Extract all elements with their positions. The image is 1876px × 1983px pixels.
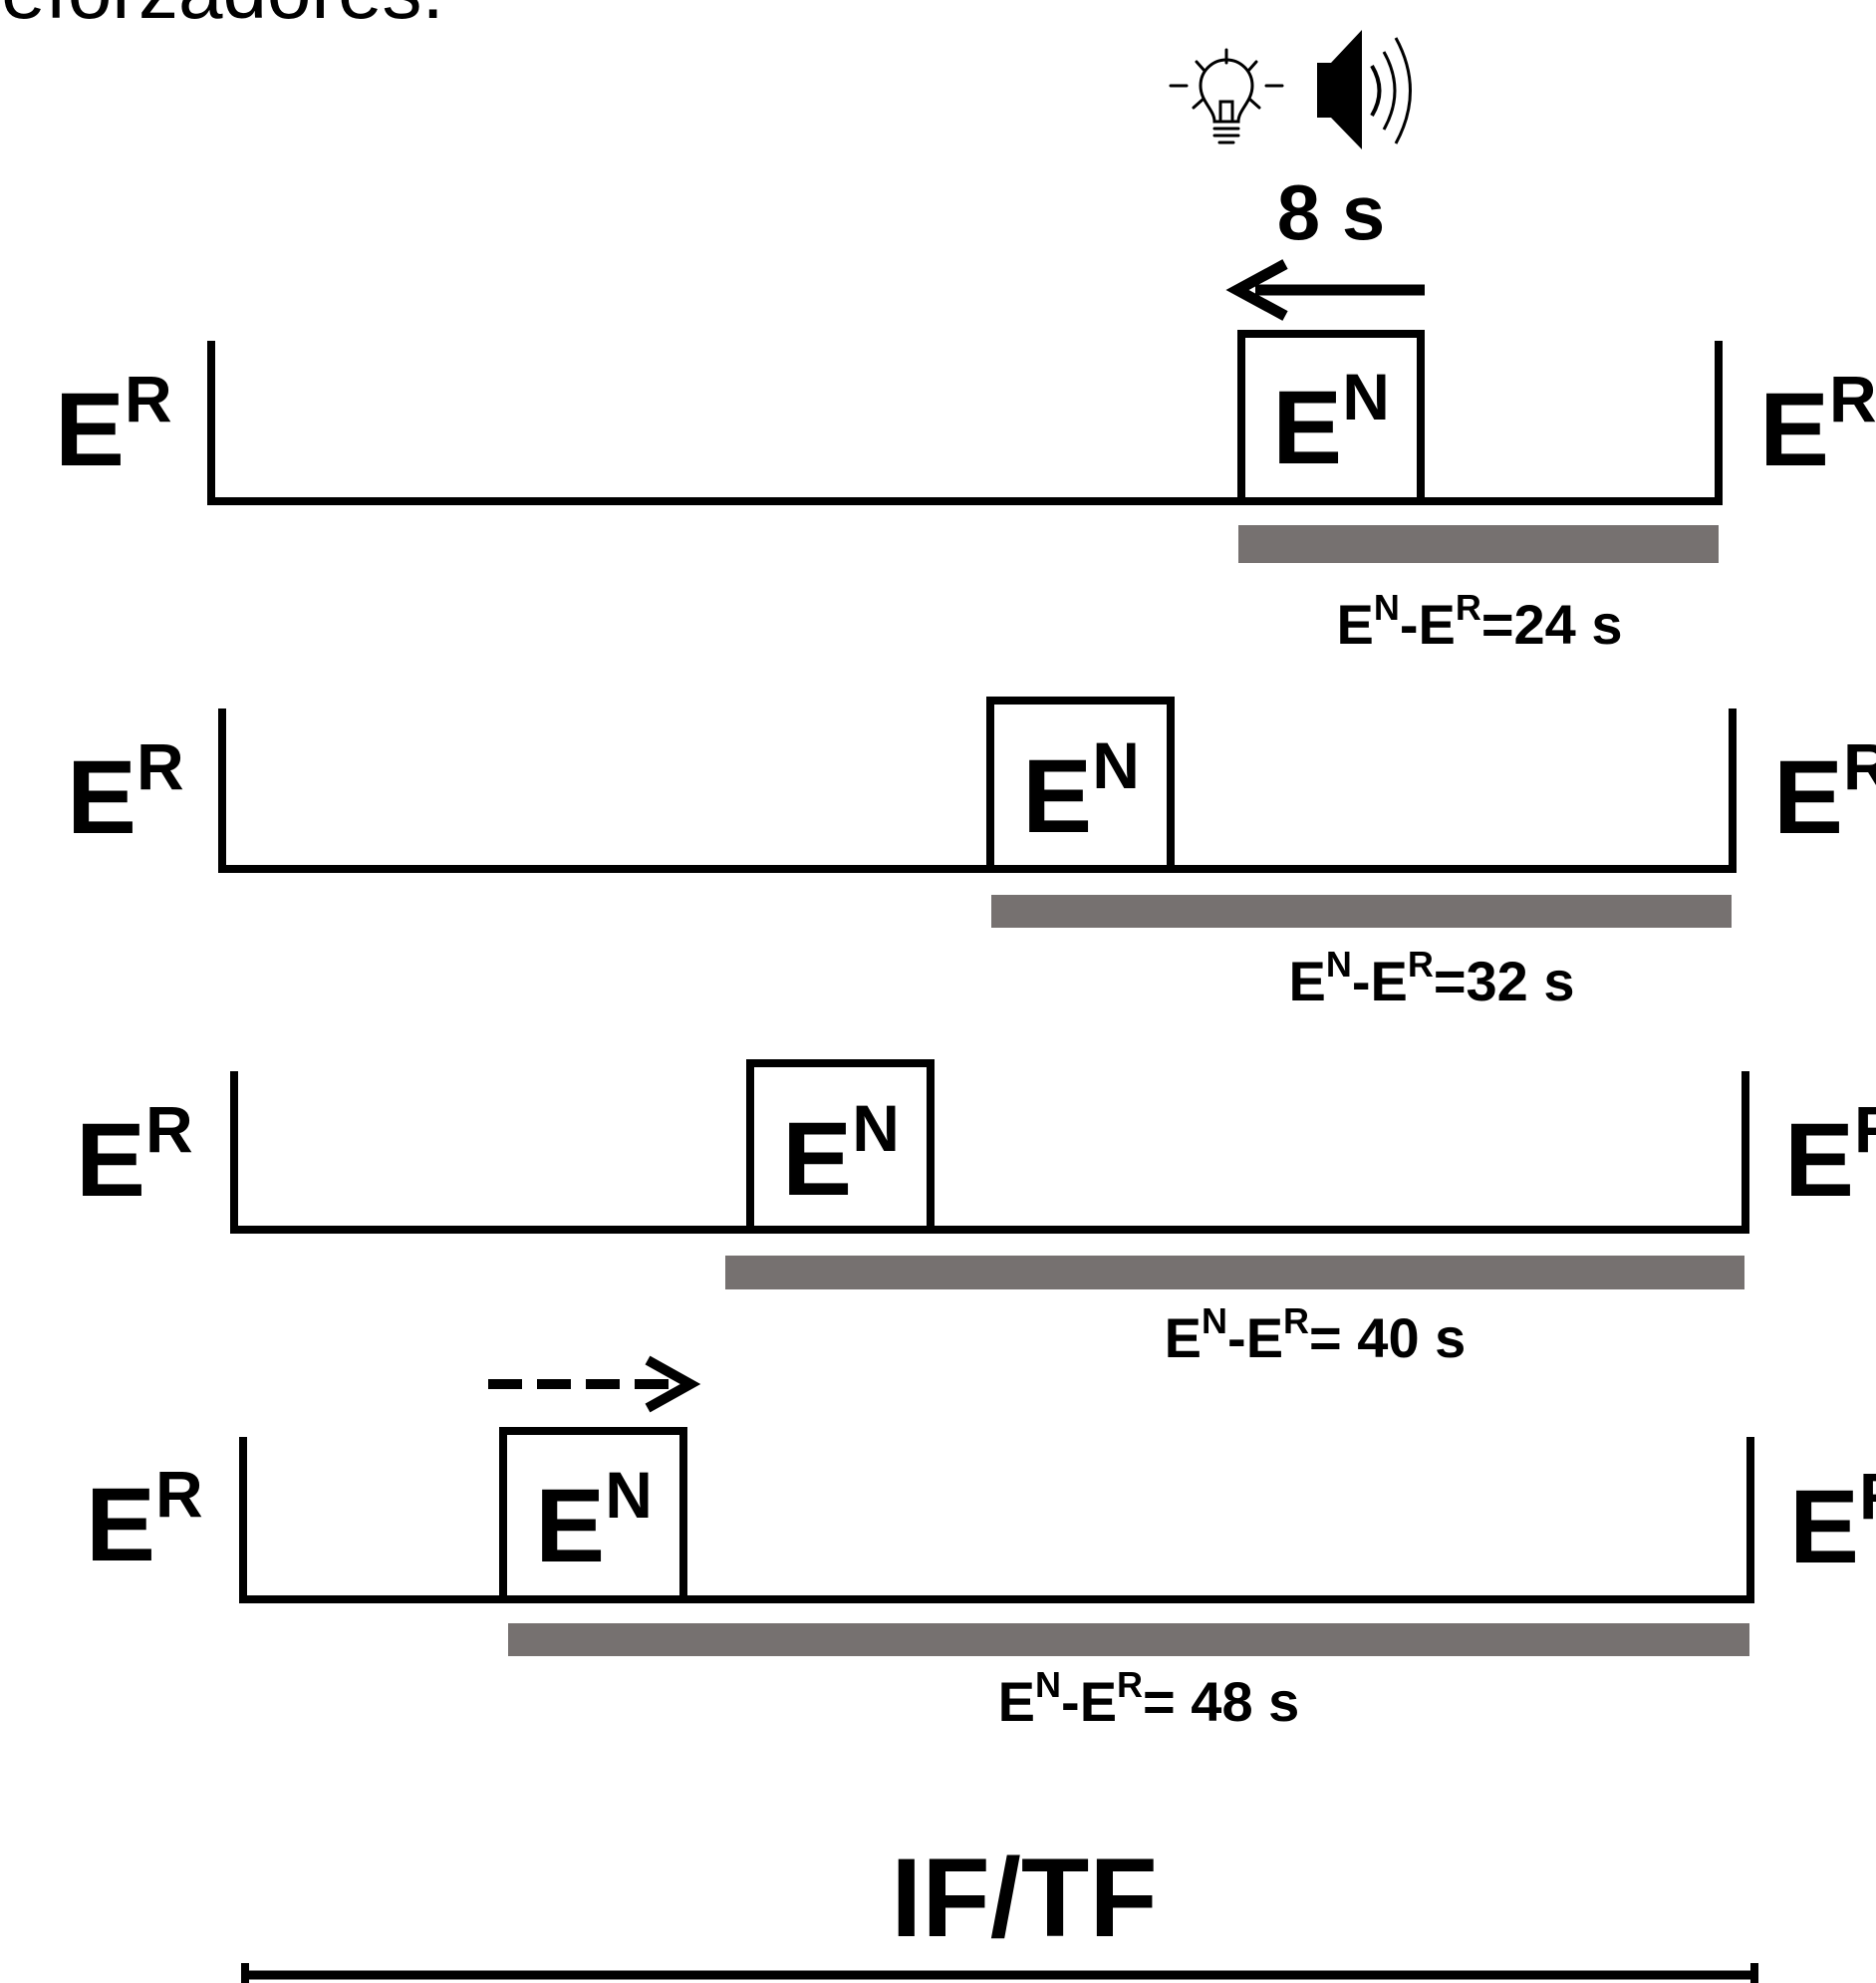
neutral-stimulus-label: EN xyxy=(1272,360,1390,486)
reinforcer-left-label: ER xyxy=(86,1457,203,1583)
neutral-stimulus-label: EN xyxy=(535,1458,653,1584)
interval-label: EN-ER=32 s xyxy=(1288,944,1574,1012)
trial-timeline xyxy=(230,1071,1749,1234)
reinforcer-left-label: ER xyxy=(55,362,172,488)
schedule-label: IF/TF xyxy=(891,1836,1157,1960)
trial-1: EN ER ER EN-ER=24 s xyxy=(55,330,1876,656)
interval-label: EN-ER= 48 s xyxy=(998,1664,1300,1733)
trial-timeline xyxy=(239,1437,1754,1603)
reinforcer-right-label: ER xyxy=(1773,729,1876,856)
neutral-stimulus-label: EN xyxy=(1022,728,1140,855)
solid-left-arrow xyxy=(1225,259,1425,321)
trial-timeline xyxy=(207,341,1723,505)
schedule-bracket xyxy=(241,1963,1758,1983)
stimulus-duration-label: 8 s xyxy=(1277,168,1385,256)
trial-timeline xyxy=(218,708,1737,873)
heading-fragment: : reforzadores. xyxy=(0,0,444,35)
dashed-right-arrow xyxy=(488,1355,701,1413)
neutral-stimulus-box xyxy=(1237,330,1425,505)
trial-3: EN ER ER EN-ER= 40 s xyxy=(76,1059,1876,1369)
neutral-stimulus-box xyxy=(746,1059,935,1234)
reinforcer-right-label: ER xyxy=(1789,1459,1876,1585)
reinforcer-right-label: ER xyxy=(1759,362,1876,488)
interval-bar xyxy=(991,895,1732,928)
neutral-stimulus-label: EN xyxy=(782,1091,900,1218)
trial-2: EN ER ER EN-ER=32 s xyxy=(67,697,1876,1012)
interval-bar xyxy=(725,1256,1744,1289)
speaker-icon xyxy=(1317,30,1412,149)
interval-bar xyxy=(1238,525,1719,563)
trial-4: EN ER ER EN-ER= 48 s xyxy=(86,1427,1876,1733)
reinforcer-left-label: ER xyxy=(67,729,184,856)
interval-bar xyxy=(508,1623,1749,1656)
neutral-stimulus-box xyxy=(499,1427,687,1603)
interval-label: EN-ER= 40 s xyxy=(1165,1300,1467,1369)
interval-label: EN-ER=24 s xyxy=(1336,587,1622,656)
reinforcer-left-label: ER xyxy=(76,1092,193,1219)
lightbulb-icon xyxy=(1169,48,1284,144)
neutral-stimulus-box xyxy=(986,697,1175,873)
reinforcer-right-label: ER xyxy=(1784,1092,1876,1219)
